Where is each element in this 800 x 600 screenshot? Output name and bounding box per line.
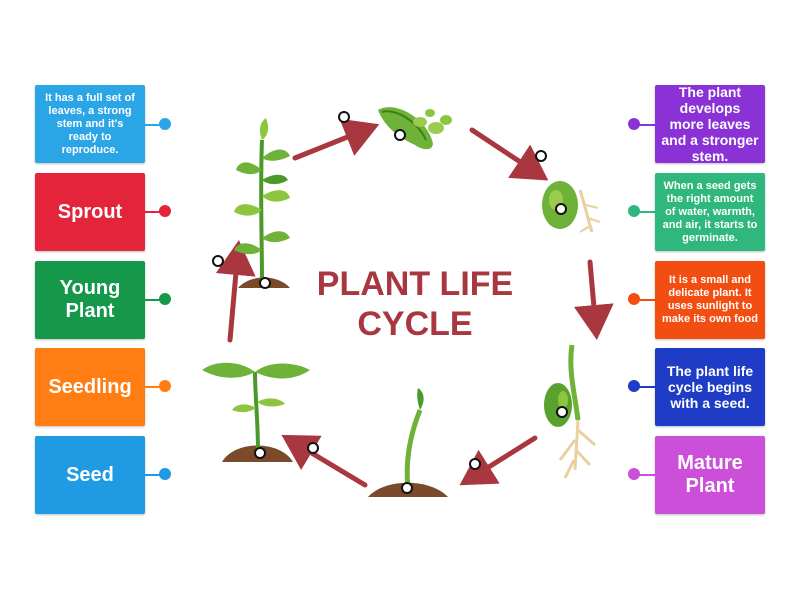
- left-connector-5: [145, 474, 161, 476]
- pin-8[interactable]: [307, 442, 319, 454]
- left-dot-5: [159, 468, 171, 480]
- left-card-5-text: Seed: [66, 463, 114, 486]
- left-card-3-text: Young Plant: [59, 277, 121, 322]
- pin-5[interactable]: [556, 406, 568, 418]
- pin-11[interactable]: [259, 277, 271, 289]
- right-dot-3: [628, 293, 640, 305]
- pin-9[interactable]: [254, 447, 266, 459]
- arrow-top-right: [469, 127, 549, 181]
- left-connector-1: [145, 124, 161, 126]
- right-dot-2: [628, 205, 640, 217]
- pin-6[interactable]: [469, 458, 481, 470]
- right-card-4[interactable]: The plant life cycle begins with a seed.: [655, 348, 765, 426]
- sprout-image: [544, 344, 596, 479]
- title-line-1: PLANT LIFE: [316, 265, 514, 303]
- germinating-seed-image: [542, 181, 601, 233]
- right-connector-4: [638, 386, 655, 388]
- left-dot-2: [159, 205, 171, 217]
- right-connector-5: [638, 474, 655, 476]
- right-card-3[interactable]: It is a small and delicate plant. It use…: [655, 261, 765, 339]
- answer-pins: [212, 111, 568, 494]
- seedling-image: [202, 362, 310, 462]
- right-card-1-text: The plant develops more leaves and a str…: [661, 84, 759, 164]
- left-dot-1: [159, 118, 171, 130]
- right-card-5-text: Mature Plant: [677, 452, 743, 497]
- left-card-2-text: Sprout: [57, 200, 123, 223]
- left-card-4[interactable]: Seedling: [35, 348, 145, 426]
- arrow-left: [215, 240, 256, 343]
- left-card-1[interactable]: It has a full set of leaves, a strong st…: [35, 85, 145, 163]
- pin-10[interactable]: [212, 255, 224, 267]
- left-card-5[interactable]: Seed: [35, 436, 145, 514]
- right-card-4-text: The plant life cycle begins with a seed.: [666, 363, 754, 411]
- right-dot-5: [628, 468, 640, 480]
- right-connector-1: [638, 124, 655, 126]
- pin-3[interactable]: [535, 150, 547, 162]
- left-dot-4: [159, 380, 171, 392]
- left-card-2[interactable]: Sprout: [35, 173, 145, 251]
- left-connector-3: [145, 299, 161, 301]
- pin-7[interactable]: [401, 482, 413, 494]
- right-dot-4: [628, 380, 640, 392]
- pin-1[interactable]: [338, 111, 350, 123]
- left-connector-4: [145, 386, 161, 388]
- right-card-2-text: When a seed gets the right amount of wat…: [662, 179, 758, 244]
- title-line-2: CYCLE: [357, 305, 473, 343]
- shoot-image: [368, 388, 448, 497]
- young-plant-image: [234, 118, 290, 288]
- right-connector-3: [638, 299, 655, 301]
- left-card-4-text: Seedling: [48, 375, 132, 398]
- pin-2[interactable]: [394, 129, 406, 141]
- right-card-2[interactable]: When a seed gets the right amount of wat…: [655, 173, 765, 251]
- arrow-top-left: [292, 118, 380, 161]
- pin-4[interactable]: [555, 203, 567, 215]
- right-card-1[interactable]: The plant develops more leaves and a str…: [655, 84, 765, 164]
- right-dot-1: [628, 118, 640, 130]
- right-card-3-text: It is a small and delicate plant. It use…: [662, 274, 758, 325]
- seed-pod-image: [378, 107, 452, 150]
- right-card-5[interactable]: Mature Plant: [655, 436, 765, 514]
- cycle-arrows: [215, 118, 614, 488]
- right-connector-2: [638, 211, 655, 213]
- arrow-right: [573, 259, 614, 340]
- arrow-bottom-left: [281, 434, 368, 488]
- diagram-title: PLANT LIFE CYCLE: [300, 264, 530, 344]
- left-connector-2: [145, 211, 161, 213]
- arrow-bottom-right: [459, 435, 538, 486]
- left-card-3[interactable]: Young Plant: [35, 261, 145, 339]
- left-dot-3: [159, 293, 171, 305]
- left-card-1-text: It has a full set of leaves, a strong st…: [45, 91, 135, 156]
